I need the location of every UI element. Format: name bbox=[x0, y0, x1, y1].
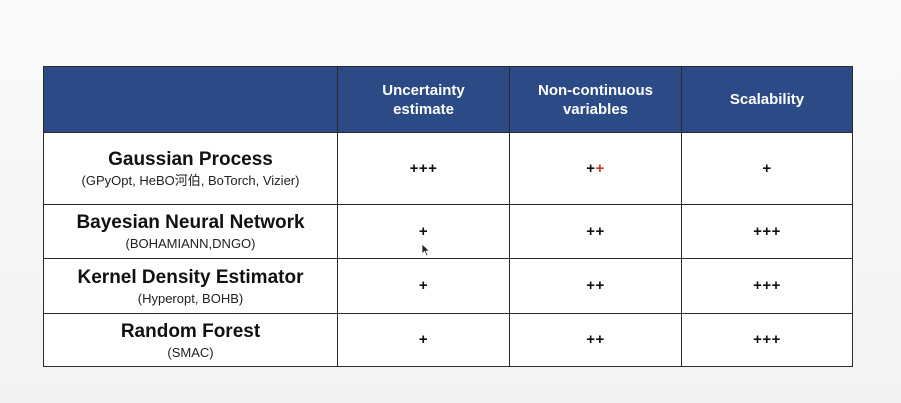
method-implementations: (SMAC) bbox=[167, 344, 214, 360]
header-row: Uncertainty estimate Non-continuous vari… bbox=[43, 66, 853, 133]
header-scalability: Scalability bbox=[681, 66, 853, 133]
header-non-continuous-variables: Non-continuous variables bbox=[509, 66, 682, 133]
table-row: Gaussian Process (GPyOpt, HeBO河伯, BoTorc… bbox=[43, 132, 853, 205]
plus-mark: + bbox=[586, 159, 596, 177]
header-label: Scalability bbox=[729, 91, 805, 108]
mouse-pointer-icon bbox=[421, 243, 431, 257]
highlighted-plus-mark: + bbox=[595, 159, 605, 177]
non-continuous-rating: ++ bbox=[509, 132, 682, 205]
header-label: Uncertainty estimate bbox=[382, 81, 465, 118]
scalability-rating: + bbox=[681, 132, 853, 205]
method-cell: Gaussian Process (GPyOpt, HeBO河伯, BoTorc… bbox=[43, 132, 338, 205]
uncertainty-rating: +++ bbox=[337, 132, 510, 205]
table-row: Bayesian Neural Network (BOHAMIANN,DNGO)… bbox=[43, 204, 853, 259]
method-name: Kernel Density Estimator bbox=[77, 266, 304, 288]
comparison-table: Uncertainty estimate Non-continuous vari… bbox=[43, 66, 853, 367]
method-name: Random Forest bbox=[120, 320, 261, 342]
method-cell: Random Forest (SMAC) bbox=[43, 313, 338, 367]
method-implementations: (GPyOpt, HeBO河伯, BoTorch, Vizier) bbox=[81, 173, 300, 188]
non-continuous-rating: ++ bbox=[509, 258, 682, 314]
uncertainty-rating: + bbox=[337, 258, 510, 314]
table-row: Kernel Density Estimator (Hyperopt, BOHB… bbox=[43, 258, 853, 314]
non-continuous-rating: ++ bbox=[509, 204, 682, 259]
uncertainty-rating: + bbox=[337, 313, 510, 367]
scalability-rating: +++ bbox=[681, 258, 853, 314]
scalability-rating: +++ bbox=[681, 204, 853, 259]
method-implementations: (Hyperopt, BOHB) bbox=[137, 290, 244, 306]
table-row: Random Forest (SMAC) + ++ +++ bbox=[43, 313, 853, 367]
method-cell: Bayesian Neural Network (BOHAMIANN,DNGO) bbox=[43, 204, 338, 259]
header-label: Non-continuous variables bbox=[538, 81, 653, 118]
method-name: Bayesian Neural Network bbox=[76, 212, 305, 233]
scalability-rating: +++ bbox=[681, 313, 853, 367]
header-uncertainty-estimate: Uncertainty estimate bbox=[337, 66, 510, 133]
method-cell: Kernel Density Estimator (Hyperopt, BOHB… bbox=[43, 258, 338, 314]
method-name: Gaussian Process bbox=[108, 149, 273, 170]
non-continuous-rating: ++ bbox=[509, 313, 682, 367]
header-empty-cell bbox=[43, 66, 338, 133]
method-implementations: (BOHAMIANN,DNGO) bbox=[125, 236, 256, 251]
